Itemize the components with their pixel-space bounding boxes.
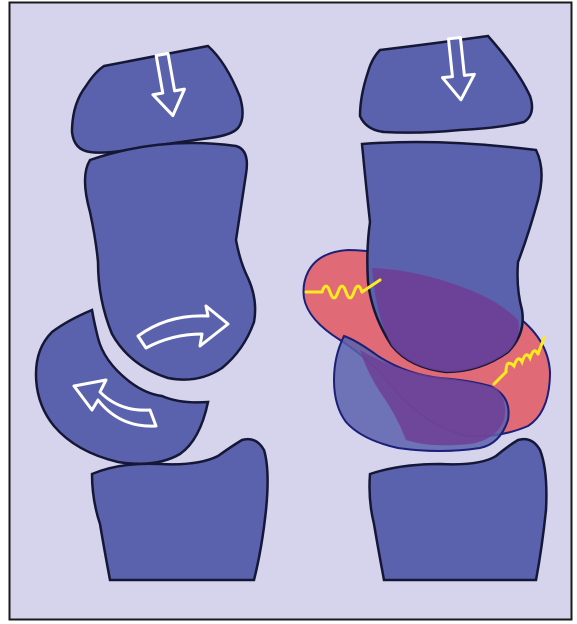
joint-mechanics-diagram	[0, 0, 577, 624]
